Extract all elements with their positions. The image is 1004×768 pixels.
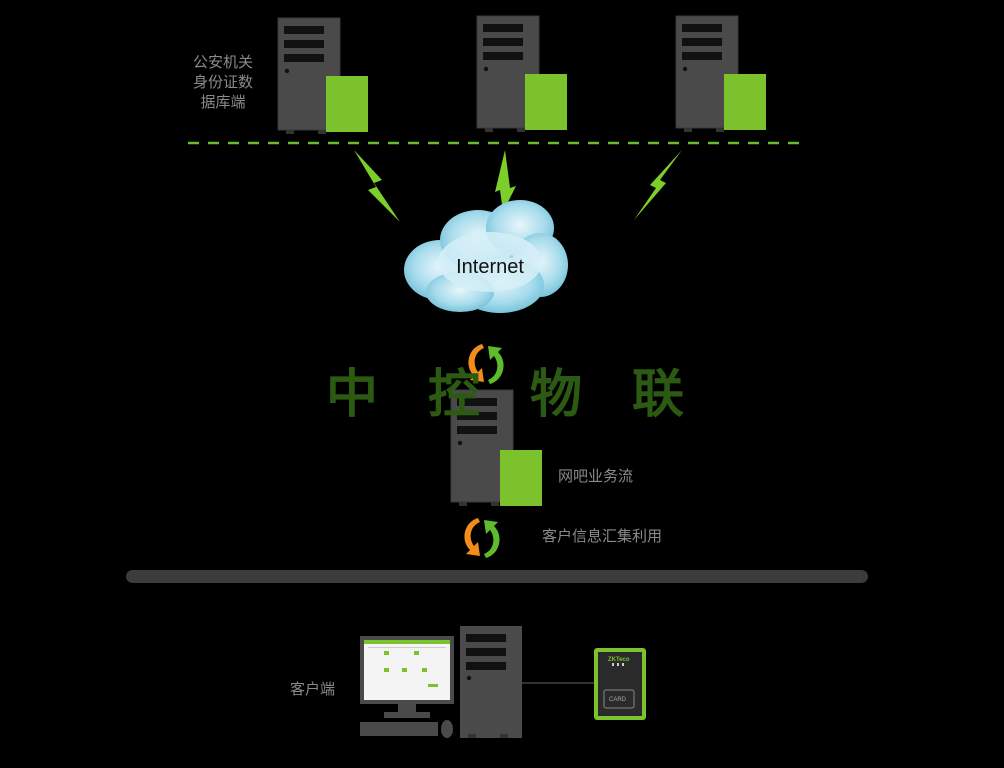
client-side-label: 客户端 xyxy=(290,680,336,698)
lightning-bolt-left-icon xyxy=(354,150,400,222)
network-bus-bar xyxy=(126,570,868,583)
client-tower-icon xyxy=(460,626,522,738)
mouse-icon xyxy=(441,720,453,738)
keyboard-icon xyxy=(360,722,438,736)
watermark-char: 控 xyxy=(427,365,482,425)
watermark-char: 联 xyxy=(631,365,686,425)
lightning-bolt-center-icon xyxy=(495,150,516,212)
customer-info-label: 客户信息汇集利用 xyxy=(542,527,663,545)
reader-brand-logo: ZKTeco xyxy=(608,657,630,663)
lightning-bolt-right-icon xyxy=(634,150,682,220)
sync-arrows-lower-icon xyxy=(464,518,500,558)
watermark-char: 物 xyxy=(529,365,584,425)
internet-cloud-icon xyxy=(404,200,568,313)
server-center xyxy=(476,15,567,133)
client-monitor-icon xyxy=(360,636,454,718)
internet-cafe-flow-label: 网吧业务流 xyxy=(558,467,634,485)
public-security-db-label: 公安机关 身份证数 据库端 xyxy=(192,53,253,111)
reader-card-text: CARD xyxy=(609,697,627,703)
server-right xyxy=(675,15,766,133)
internet-label: Internet xyxy=(456,256,524,278)
watermark-char: 中 xyxy=(326,365,381,425)
server-public-security xyxy=(277,17,368,135)
id-card-reader-icon xyxy=(594,648,646,720)
server-internet-cafe xyxy=(450,389,542,507)
watermark-text: 中 控 物 联 xyxy=(326,352,686,425)
